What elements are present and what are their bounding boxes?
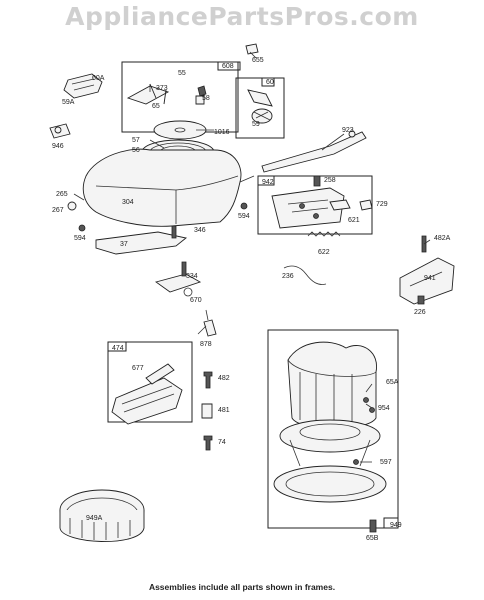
part-481 bbox=[201, 403, 213, 419]
callout-481: 481 bbox=[218, 407, 230, 414]
part-482 bbox=[203, 371, 213, 389]
callout-949: 949 bbox=[390, 522, 402, 529]
callout-236: 236 bbox=[282, 273, 294, 280]
callout-1016: 1016 bbox=[214, 129, 230, 136]
callout-621: 621 bbox=[348, 217, 360, 224]
callout-729: 729 bbox=[376, 201, 388, 208]
callout-267: 267 bbox=[52, 207, 64, 214]
part-236 bbox=[283, 265, 327, 285]
part-622 bbox=[307, 231, 341, 237]
callout-56: 56 bbox=[132, 147, 140, 154]
part-74 bbox=[203, 435, 213, 451]
part-941 bbox=[399, 257, 455, 305]
callout-608: 608 bbox=[222, 63, 234, 70]
callout-594: 594 bbox=[74, 235, 86, 242]
part-949A bbox=[59, 489, 145, 542]
callout-482: 482 bbox=[218, 375, 230, 382]
part-655 bbox=[245, 43, 259, 55]
callout-65B: 65B bbox=[366, 535, 379, 542]
part-258 bbox=[313, 175, 321, 187]
part-37 bbox=[95, 231, 188, 255]
callout-597: 597 bbox=[380, 459, 392, 466]
callout-949A: 949A bbox=[86, 515, 103, 522]
part-346 bbox=[171, 225, 177, 239]
callout-265: 265 bbox=[56, 191, 68, 198]
callout-878: 878 bbox=[200, 341, 212, 348]
part-594-left bbox=[78, 224, 86, 232]
callout-304: 304 bbox=[122, 199, 134, 206]
callout-346: 346 bbox=[194, 227, 206, 234]
callout-60A: 60A bbox=[92, 75, 105, 82]
blower-housing-304 bbox=[67, 148, 255, 227]
leader-lines bbox=[73, 51, 431, 463]
callout-60: 60 bbox=[266, 79, 274, 86]
callout-58: 58 bbox=[202, 95, 210, 102]
callout-655: 655 bbox=[252, 57, 264, 64]
part-60A bbox=[63, 73, 103, 99]
callout-334: 334 bbox=[186, 273, 198, 280]
callout-941: 941 bbox=[424, 275, 436, 282]
callout-942: 942 bbox=[262, 179, 274, 186]
callout-482A: 482A bbox=[434, 235, 451, 242]
callout-74: 74 bbox=[218, 439, 226, 446]
callout-622: 622 bbox=[318, 249, 330, 256]
callout-226: 226 bbox=[414, 309, 426, 316]
callout-59A: 59A bbox=[62, 99, 75, 106]
part-729 bbox=[359, 199, 373, 211]
callout-954: 954 bbox=[378, 405, 390, 412]
part-334-670 bbox=[154, 261, 202, 297]
callout-923: 923 bbox=[342, 127, 354, 134]
assemblies-note: Assemblies include all parts shown in fr… bbox=[148, 582, 336, 592]
callout-677: 677 bbox=[132, 365, 144, 372]
callout-57: 57 bbox=[132, 137, 140, 144]
site-watermark: AppliancePartsPros.com bbox=[65, 2, 419, 31]
callout-594: 594 bbox=[238, 213, 250, 220]
intake-parts bbox=[126, 83, 273, 124]
part-878 bbox=[203, 319, 217, 337]
part-594-right bbox=[240, 202, 248, 210]
frame-949 bbox=[267, 329, 399, 529]
callout-labels: 655 608 60A 55 373 59A 65 58 60 59 946 1016 923 57 56 9… bbox=[52, 57, 451, 542]
callout-55: 55 bbox=[178, 70, 186, 77]
callout-373: 373 bbox=[156, 85, 168, 92]
part-226 bbox=[417, 295, 425, 305]
frame-474 bbox=[107, 341, 193, 425]
callout-65A: 65A bbox=[386, 379, 399, 386]
callout-258: 258 bbox=[324, 177, 336, 184]
part-923 bbox=[261, 131, 367, 173]
callout-65: 65 bbox=[152, 103, 160, 110]
callout-59: 59 bbox=[252, 121, 260, 128]
callout-474: 474 bbox=[112, 345, 124, 352]
callout-37: 37 bbox=[120, 241, 128, 248]
callout-946: 946 bbox=[52, 143, 64, 150]
part-65B bbox=[369, 519, 377, 533]
callout-670: 670 bbox=[190, 297, 202, 304]
